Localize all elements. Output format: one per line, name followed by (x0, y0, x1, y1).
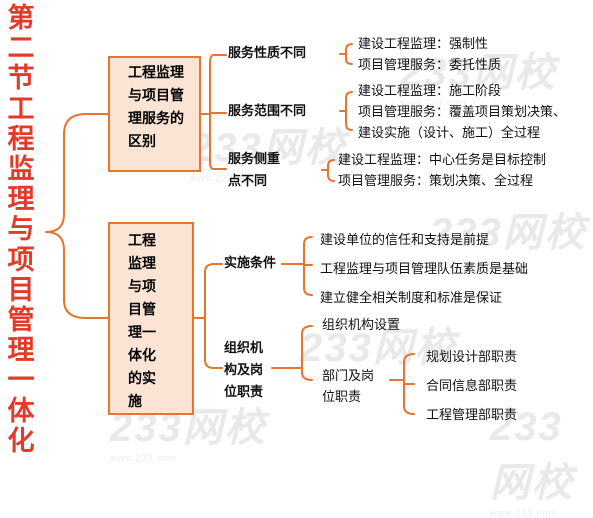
box-line: 理一 (128, 325, 156, 341)
box-line: 的实 (128, 371, 156, 387)
box-line: 目管 (128, 302, 156, 318)
title-char: 二 (7, 33, 35, 65)
node-label-line: 实施条件 (224, 256, 277, 271)
node-label-line: 点不同 (228, 174, 268, 189)
node-implementation-conditions: 实施条件 (224, 253, 276, 275)
title-char: 理 (7, 184, 35, 216)
connector-lines (45, 43, 415, 415)
node-service-scope: 服务范围不同 (228, 101, 306, 123)
title-char: 第 (7, 3, 35, 34)
box-line: 理服务的 (128, 111, 184, 127)
leaf-item: 建立健全相关制度和标准是保证 (320, 291, 503, 306)
node-label-line: 位职责 (224, 385, 264, 400)
title-char: 一 (7, 365, 35, 397)
branch-box-integration-implementation: 工程监理与项目管理一体化的实施 (108, 222, 194, 415)
leaf-item: 建设实施（设计、施工）全过程 (358, 126, 541, 141)
title-char: 节 (7, 63, 35, 95)
leaf-item: 建设单位的信任和支持是前提 (320, 233, 490, 248)
leaf-group-conditions: 建设单位的信任和支持是前提工程监理与项目管理队伍素质是基础建立健全相关制度和标准… (320, 226, 528, 313)
leaf-item: 项目管理服务：委托性质 (358, 58, 502, 73)
box-line: 施 (128, 394, 142, 410)
leaf-item: 项目管理服务：覆盖项目策划决策、 (358, 105, 567, 120)
node-org-structure-duties: 组织机构及岗位职责 (224, 338, 263, 404)
branch1-connector (200, 54, 227, 170)
box-line: 与项 (128, 279, 156, 295)
node-label-line: 组织机 (224, 341, 264, 356)
node-label-line: 位职责 (322, 390, 362, 405)
box-line: 监理 (128, 256, 156, 272)
leaf-group-service-nature: 建设工程监理：强制性项目管理服务：委托性质 (358, 34, 501, 76)
leaf-brace-2 (339, 91, 353, 131)
branch2-connector (193, 263, 223, 369)
node-label-line: 构及岗 (224, 363, 264, 378)
page-title: 第二节工程监理与项目管理一体化 (6, 3, 36, 457)
title-char: 程 (7, 123, 35, 155)
leaf-org-setup: 组织机构设置 (322, 315, 400, 336)
node-label-line: 服务范围不同 (228, 104, 307, 119)
main-brace (45, 113, 109, 319)
title-char: 与 (7, 214, 35, 246)
box-line: 体化 (128, 348, 156, 364)
title-char: 化 (7, 425, 35, 457)
title-char: 监 (7, 154, 35, 186)
leaf-brace-5 (271, 325, 313, 381)
leaf-brace-6 (389, 353, 415, 415)
title-char: 项 (7, 244, 35, 276)
leaf-item: 项目管理服务：策划决策、全过程 (338, 174, 534, 189)
node-label-line: 服务侧重 (228, 152, 281, 167)
node-label-line: 服务性质不同 (228, 46, 307, 61)
leaf-item: 工程管理部职责 (426, 408, 518, 423)
node-label-line: 部门及岗 (322, 369, 375, 384)
box-line: 区别 (128, 134, 156, 150)
title-char: 体 (7, 395, 35, 427)
leaf-item: 建设工程监理：强制性 (358, 37, 489, 52)
leaf-item: 组织机构设置 (322, 318, 401, 333)
branch-box-service-difference: 工程监理与项目管理服务的区别 (108, 56, 201, 172)
title-char: 目 (7, 274, 35, 306)
title-char: 工 (7, 93, 35, 125)
node-service-focus: 服务侧重点不同 (228, 149, 280, 193)
leaf-group-department-duties: 规划设计部职责合同信息部职责工程管理部职责 (426, 343, 517, 430)
box-line: 与项目管 (128, 88, 184, 104)
title-char: 理 (7, 335, 35, 367)
node-service-nature: 服务性质不同 (228, 43, 306, 65)
leaf-brace-4 (281, 236, 313, 296)
node-department-duties: 部门及岗位职责 (322, 366, 374, 408)
title-char: 管 (7, 305, 35, 337)
box-line: 工程监理 (128, 65, 184, 81)
leaf-item: 工程监理与项目管理队伍素质是基础 (320, 262, 529, 277)
leaf-group-service-focus: 建设工程监理：中心任务是目标控制项目管理服务：策划决策、全过程 (338, 150, 546, 192)
leaf-item: 建设工程监理：施工阶段 (358, 84, 502, 99)
leaf-brace-1 (339, 43, 353, 65)
leaf-group-service-scope: 建设工程监理：施工阶段项目管理服务：覆盖项目策划决策、建设实施（设计、施工）全过… (358, 81, 566, 144)
leaf-item: 合同信息部职责 (426, 379, 518, 394)
leaf-item: 建设工程监理：中心任务是目标控制 (338, 153, 547, 168)
box-line: 工程 (128, 233, 156, 249)
leaf-brace-3 (321, 159, 335, 182)
leaf-item: 规划设计部职责 (426, 350, 518, 365)
